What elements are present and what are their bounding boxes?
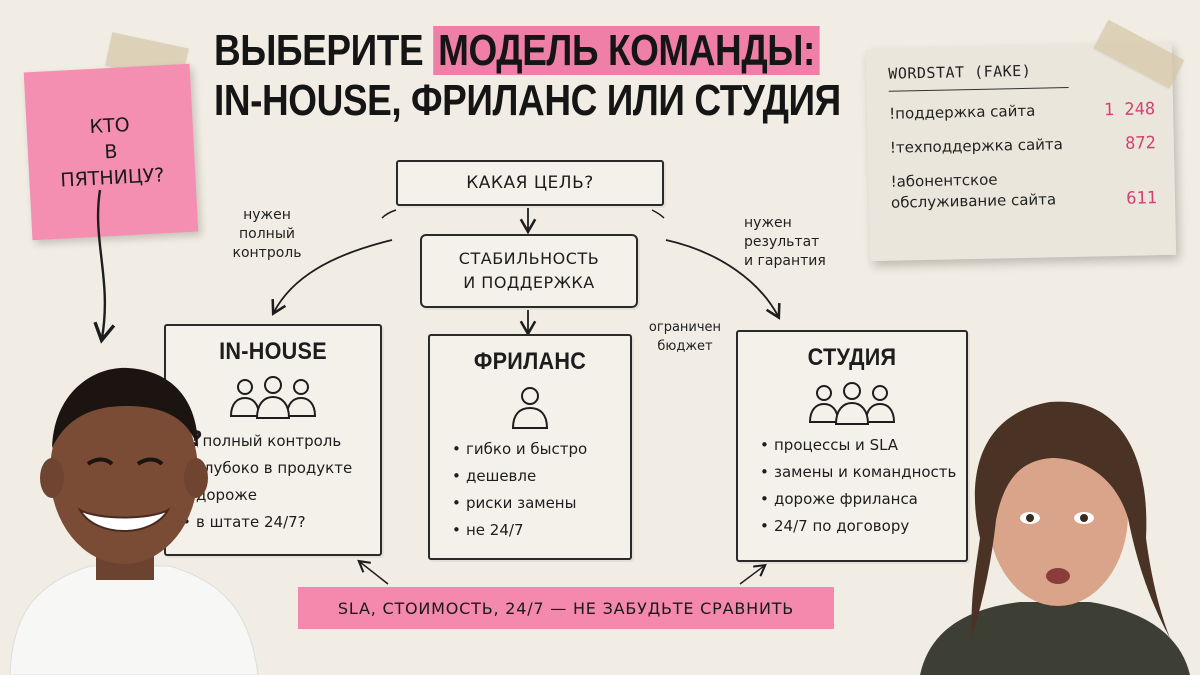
sticky-note: КТО В ПЯТНИЦУ? (23, 63, 199, 241)
photo-surprised-man (900, 388, 1200, 675)
team-icon (754, 380, 950, 426)
card-item: дешевле (446, 463, 614, 490)
goal-box: КАКАЯ ЦЕЛЬ? (396, 160, 664, 206)
card-studio: СТУДИЯ процессы и SLA замены и команднос… (736, 330, 968, 562)
page-title: ВЫБЕРИТЕ МОДЕЛЬ КОМАНДЫ: IN-HOUSE, ФРИЛА… (214, 26, 841, 126)
banner-text: SLA, СТОИМОСТЬ, 24/7 — НЕ ЗАБУДЬТЕ СРАВН… (337, 598, 795, 618)
title-line2: IN-HOUSE, ФРИЛАНС ИЛИ СТУДИЯ (214, 76, 841, 125)
arrow-banner-right (739, 563, 767, 585)
card-list: процессы и SLA замены и командность доро… (754, 432, 956, 540)
team-icon (182, 374, 364, 420)
wordstat-query: !поддержка сайта (888, 101, 1036, 123)
stability-line: СТАБИЛЬНОСТЬ (458, 249, 600, 268)
goal-wing-left (381, 209, 397, 219)
wordstat-query: !абонентское обслуживание сайта (890, 168, 1056, 213)
wordstat-count: 1 248 (1103, 99, 1156, 121)
wordstat-title: WORDSTAT (FAKE) (888, 60, 1069, 92)
card-title: ФРИЛАНС (473, 348, 587, 375)
stability-box: СТАБИЛЬНОСТЬ И ПОДДЕРЖКА (420, 234, 638, 308)
title-highlight: МОДЕЛЬ КОМАНДЫ: (433, 26, 820, 75)
card-item: замены и командность (754, 459, 956, 486)
photo-smiling-man (0, 360, 262, 675)
card-item: дороже фриланса (754, 486, 950, 513)
sticky-line: ПЯТНИЦУ? (59, 164, 165, 192)
budget-note: ограничен бюджет (640, 318, 730, 356)
goal-label: КАКАЯ ЦЕЛЬ? (466, 173, 594, 193)
note-line: и гарантия (744, 253, 826, 269)
person-icon (446, 384, 614, 430)
bottom-banner: SLA, СТОИМОСТЬ, 24/7 — НЕ ЗАБУДЬТЕ СРАВН… (298, 587, 834, 629)
note-line: нужен (744, 215, 792, 231)
wordstat-card: WORDSTAT (FAKE) !поддержка сайта 1 248 !… (865, 42, 1177, 262)
note-line: нужен (243, 207, 291, 223)
card-item: не 24/7 (446, 517, 614, 544)
note-line: ограничен (648, 320, 722, 335)
stability-line: И ПОДДЕРЖКА (463, 273, 595, 292)
right-note: нужен результат и гарантия (744, 214, 848, 271)
wordstat-row: !техподдержка сайта 872 (890, 132, 1156, 159)
card-item: процессы и SLA (754, 432, 950, 459)
goal-wing-right (651, 209, 665, 219)
card-item: 24/7 по договору (754, 513, 950, 540)
card-inhouse: IN-HOUSE ???полный контроль глубоко в пр… (164, 324, 382, 556)
wordstat-row: !поддержка сайта 1 248 (889, 98, 1155, 125)
card-item: в штате 24/7? (176, 509, 364, 536)
card-title: СТУДИЯ (807, 344, 897, 371)
title-plain: ВЫБЕРИТЕ (214, 26, 424, 75)
note-line: контроль (232, 245, 302, 261)
wordstat-count: 611 (1126, 188, 1158, 209)
arrow-banner-left (357, 559, 389, 585)
wordstat-count: 872 (1124, 133, 1157, 154)
note-line: бюджет (657, 339, 713, 354)
card-title: IN-HOUSE (219, 338, 327, 365)
wordstat-query-line: обслуживание сайта (890, 190, 1057, 212)
wordstat-row: !абонентское обслуживание сайта 611 (890, 166, 1157, 214)
card-item: риски замены (446, 490, 614, 517)
card-item-text: полный контроль (202, 432, 342, 450)
wordstat-query-line: !абонентское (890, 170, 998, 191)
wordstat-query: !техподдержка сайта (889, 135, 1064, 157)
note-line: результат (744, 234, 820, 250)
note-line: полный (239, 226, 295, 242)
card-list: гибко и быстро дешевле риски замены не 2… (446, 436, 614, 544)
left-note: нужен полный контроль (222, 206, 312, 263)
card-freelance: ФРИЛАНС гибко и быстро дешевле риски зам… (428, 334, 632, 560)
card-item: гибко и быстро (446, 436, 614, 463)
